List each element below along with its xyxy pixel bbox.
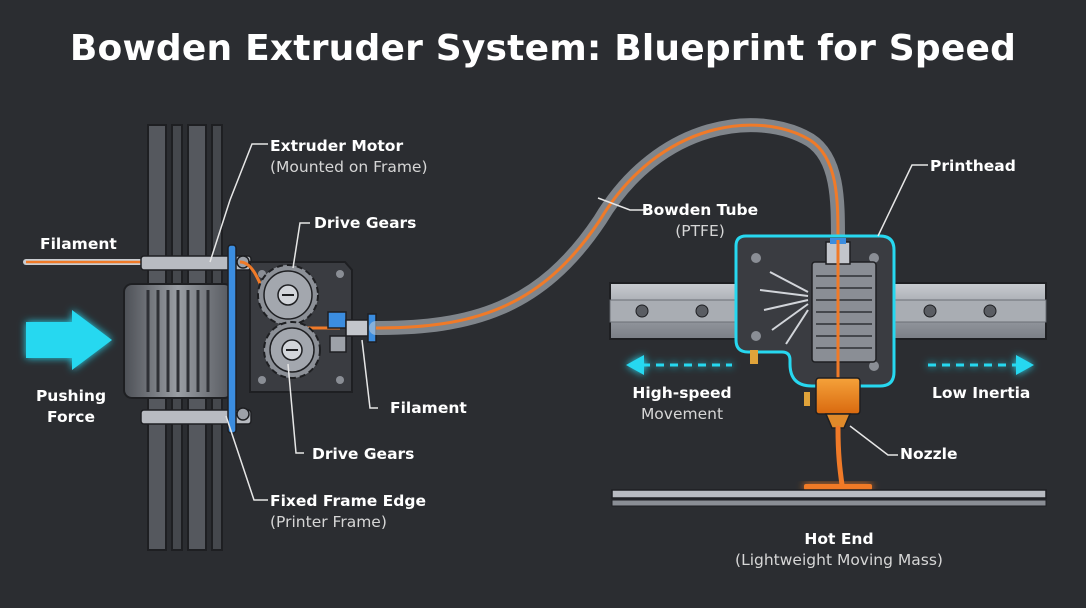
label-extruder-motor: Extruder Motor (Mounted on Frame) xyxy=(270,136,428,178)
label-nozzle-title: Nozzle xyxy=(900,445,958,463)
label-drive-gears-top: Drive Gears xyxy=(314,213,416,234)
label-filament-left-title: Filament xyxy=(40,235,117,253)
label-hot-end: Hot End (Lightweight Moving Mass) xyxy=(728,529,950,571)
label-filament-right-title: Filament xyxy=(390,399,467,417)
printed-layer xyxy=(804,484,872,490)
label-pushing-force-line2: Force xyxy=(47,408,95,426)
label-low-inertia: Low Inertia xyxy=(932,383,1030,404)
label-hot-end-title: Hot End xyxy=(804,530,874,548)
bowden-tube xyxy=(369,118,845,335)
label-pushing-force: Pushing Force xyxy=(28,386,114,428)
page-title: Bowden Extruder System: Blueprint for Sp… xyxy=(69,28,1017,69)
extruder-motor xyxy=(123,255,252,425)
label-drive-gears-top-title: Drive Gears xyxy=(314,214,417,232)
label-high-speed-sub: Movement xyxy=(640,405,724,423)
label-hot-end-sub: (Lightweight Moving Mass) xyxy=(735,551,943,569)
label-filament-left: Filament xyxy=(40,234,117,255)
low-inertia-arrow xyxy=(928,355,1034,375)
extruded-filament xyxy=(835,425,845,488)
label-fixed-frame-edge-sub: (Printer Frame) xyxy=(270,513,387,531)
label-high-speed: High-speed Movement xyxy=(622,383,742,425)
label-fixed-frame-edge: Fixed Frame Edge (Printer Frame) xyxy=(270,491,426,533)
high-speed-arrow xyxy=(626,355,732,375)
label-bowden-tube-title: Bowden Tube xyxy=(641,201,759,219)
label-bowden-tube: Bowden Tube (PTFE) xyxy=(640,200,760,242)
label-printhead-title: Printhead xyxy=(930,157,1016,175)
label-high-speed-title: High-speed xyxy=(632,384,732,402)
label-drive-gears-bottom: Drive Gears xyxy=(312,444,414,465)
label-pushing-force-line1: Pushing xyxy=(35,387,107,405)
label-fixed-frame-edge-title: Fixed Frame Edge xyxy=(270,492,426,510)
label-extruder-motor-title: Extruder Motor xyxy=(270,137,404,155)
label-filament-right: Filament xyxy=(390,398,467,419)
pushing-force-arrow xyxy=(26,310,112,370)
drive-gear-top xyxy=(257,264,319,326)
mount-bracket xyxy=(227,244,237,434)
label-low-inertia-title: Low Inertia xyxy=(932,384,1031,402)
leader-lines xyxy=(209,143,928,501)
heater-block xyxy=(815,377,861,429)
label-printhead: Printhead xyxy=(930,156,1016,177)
label-bowden-tube-sub: (PTFE) xyxy=(675,222,725,240)
heatsink xyxy=(759,238,877,380)
label-drive-gears-bottom-title: Drive Gears xyxy=(312,445,415,463)
print-bed xyxy=(611,489,1047,507)
label-extruder-motor-sub: (Mounted on Frame) xyxy=(270,158,428,176)
label-nozzle: Nozzle xyxy=(900,444,958,465)
drive-gear-bottom xyxy=(263,321,321,379)
